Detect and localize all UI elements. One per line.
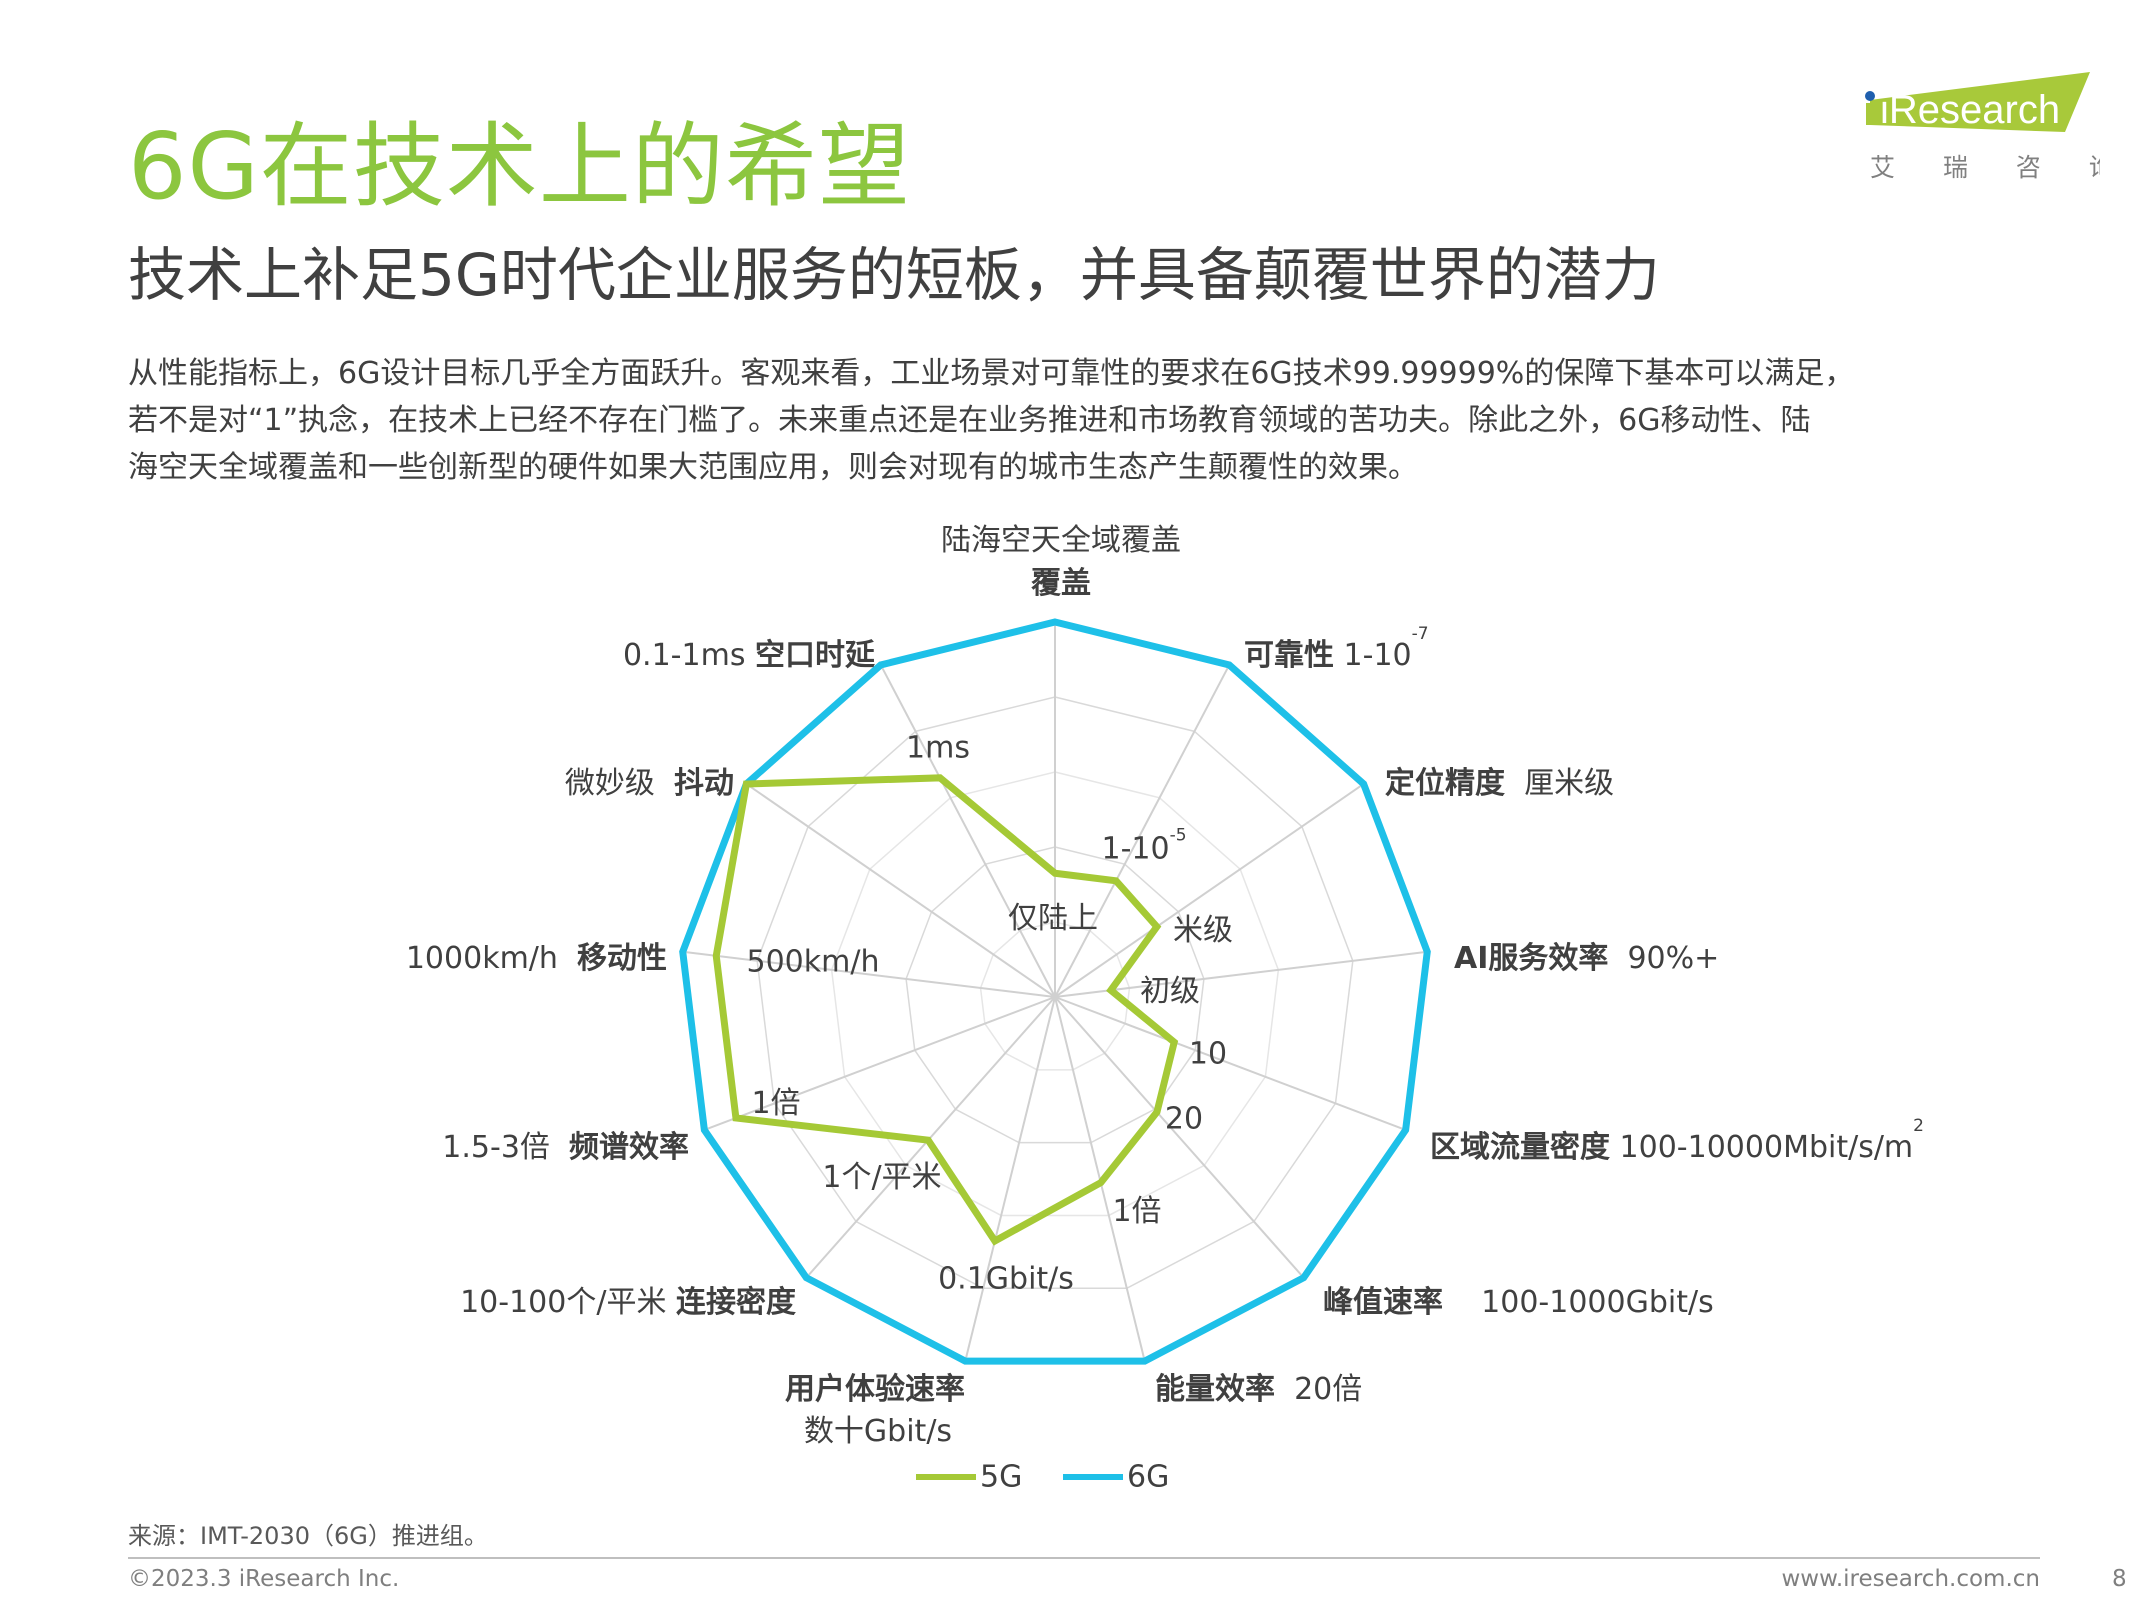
axis-name: 可靠性 <box>1244 638 1334 673</box>
legend-label-5g: 5G <box>980 1459 1023 1495</box>
5g-label-user-rate: 0.1Gbit/s <box>938 1261 1074 1297</box>
5g-label-area-traffic: 10 <box>1188 1036 1228 1072</box>
axis-spoke <box>1054 950 1428 998</box>
page-subtitle: 技术上补足5G时代企业服务的短板，并具备颠覆世界的潜力 <box>128 241 1660 309</box>
logo-text-cn: 艾 瑞 咨 询 <box>1870 153 2100 182</box>
axis-label-positioning: 定位精度 厘米级 <box>1385 758 1614 802</box>
axis-spoke <box>964 996 1056 1362</box>
axis-label-jitter: 微妙级 抖动 <box>565 758 734 802</box>
5g-label-spectrum: 1倍 <box>751 1086 801 1121</box>
axis-value-exp: 2 <box>1913 1116 1924 1136</box>
iresearch-logo: iResearch 艾 瑞 咨 询 <box>1860 70 2114 190</box>
5g-label-reliability: 1-10-5 <box>1101 826 1186 867</box>
axis-value: 0.1-1ms <box>622 638 746 673</box>
website-link[interactable]: www.iresearch.com.cn <box>1781 1566 2041 1592</box>
axis-value: 100-1000Gbit/s <box>1481 1285 1714 1320</box>
grid-ring <box>979 921 1131 1071</box>
axis-label-user-rate: 用户体验速率 <box>785 1372 965 1407</box>
5g-label-peak: 20 <box>1164 1101 1204 1137</box>
axis-spoke <box>805 996 1056 1279</box>
legend-swatch-6g <box>1063 1474 1123 1480</box>
5g-label-ai: 初级 <box>1140 974 1200 1009</box>
5g-label-connection: 1个/平米 <box>822 1160 942 1195</box>
5g-label-coverage: 仅陆上 <box>1008 901 1098 936</box>
5g-label-positioning: 米级 <box>1173 913 1233 948</box>
footer-divider <box>128 1557 2040 1559</box>
logo-text: iResearch <box>1880 88 2060 132</box>
paragraph-line: 海空天全域覆盖和一些创新型的硬件如果大范围应用，则会对现有的城市生态产生颠覆性的… <box>128 450 1418 485</box>
axis-name: 峰值速率 <box>1323 1285 1443 1320</box>
axis-label-spectrum: 1.5-3倍 频谱效率 <box>442 1122 689 1166</box>
axis-spoke <box>704 996 1056 1131</box>
axis-name: 空口时延 <box>755 638 875 673</box>
axis-label-reliability: 可靠性 1-10-7 <box>1244 624 1429 674</box>
5g-label-energy: 1倍 <box>1112 1194 1162 1229</box>
axis-spoke <box>879 664 1056 998</box>
axis-label-mobility: 1000km/h 移动性 <box>406 933 667 977</box>
value: 1-10 <box>1101 831 1170 867</box>
series-5g-line <box>712 774 1179 1246</box>
axis-spoke <box>745 783 1056 998</box>
axis-spoke <box>1054 783 1365 998</box>
page-title: 6G在技术上的希望 <box>128 113 911 220</box>
axis-label-peak: 峰值速率 100-1000Gbit/s <box>1323 1277 1714 1321</box>
copyright: ©2023.3 iResearch Inc. <box>128 1566 400 1592</box>
page-number: 8 <box>2112 1566 2127 1592</box>
axis-label-coverage: 覆盖 <box>1031 566 1091 601</box>
description-paragraph: 从性能指标上，6G设计目标几乎全方面跃升。客观来看，工业场景对可靠性的要求在6G… <box>128 350 1854 491</box>
axis-value: 90%+ <box>1627 941 1720 976</box>
axis-name: 定位精度 <box>1385 766 1505 801</box>
axis-name: 能量效率 <box>1155 1372 1275 1407</box>
value-exp: -5 <box>1169 825 1187 846</box>
axis-spoke <box>1054 996 1305 1279</box>
legend-swatch-5g <box>916 1474 976 1480</box>
axis-name: 移动性 <box>577 941 667 976</box>
axis-value-coverage: 陆海空天全域覆盖 <box>941 523 1181 558</box>
source-note: 来源：IMT-2030（6G）推进组。 <box>128 1522 488 1550</box>
axis-value: 微妙级 <box>564 766 655 801</box>
axis-label-latency: 0.1-1ms 空口时延 <box>623 630 875 674</box>
grid-ring <box>756 696 1354 1290</box>
axis-value: 100-10000Mbit/s/m <box>1619 1130 1914 1165</box>
axis-value: 1-10 <box>1343 638 1412 673</box>
axis-name: AI服务效率 <box>1454 941 1609 976</box>
axis-name: 连接密度 <box>676 1285 796 1320</box>
paragraph-line: 若不是对“1”执念，在技术上已经不存在门槛了。未来重点还是在业务推进和市场教育领… <box>128 403 1811 438</box>
axis-value: 1.5-3倍 <box>442 1130 550 1165</box>
axis-spoke <box>682 950 1056 998</box>
axis-name: 频谱效率 <box>569 1130 689 1165</box>
axis-label-ai: AI服务效率 90%+ <box>1454 933 1719 977</box>
axis-label-area-traffic: 区域流量密度 100-10000Mbit/s/m2 <box>1430 1116 1924 1166</box>
axis-value-exp: -7 <box>1411 624 1429 644</box>
paragraph-line: 从性能指标上，6G设计目标几乎全方面跃升。客观来看，工业场景对可靠性的要求在6G… <box>128 356 1855 391</box>
axis-value: 厘米级 <box>1524 766 1615 801</box>
axis-name: 区域流量密度 <box>1430 1130 1610 1165</box>
axis-spoke <box>1054 996 1406 1131</box>
axis-name: 抖动 <box>674 766 734 801</box>
legend-label-6g: 6G <box>1127 1459 1170 1495</box>
series-6g-line <box>679 618 1431 1365</box>
grid-ring <box>905 846 1205 1144</box>
axis-value: 10-100个/平米 <box>460 1285 667 1320</box>
axis-value: 1000km/h <box>405 941 558 976</box>
axis-spoke <box>1054 664 1231 998</box>
axis-value-user-rate: 数十Gbit/s <box>803 1414 953 1449</box>
axis-value: 20倍 <box>1294 1372 1363 1407</box>
grid-ring <box>830 771 1280 1217</box>
axis-label-connection: 10-100个/平米 连接密度 <box>460 1277 796 1321</box>
5g-label-latency: 1ms <box>906 730 970 766</box>
5g-label-mobility: 500km/h <box>746 944 880 980</box>
axis-label-energy: 能量效率 20倍 <box>1155 1364 1362 1408</box>
